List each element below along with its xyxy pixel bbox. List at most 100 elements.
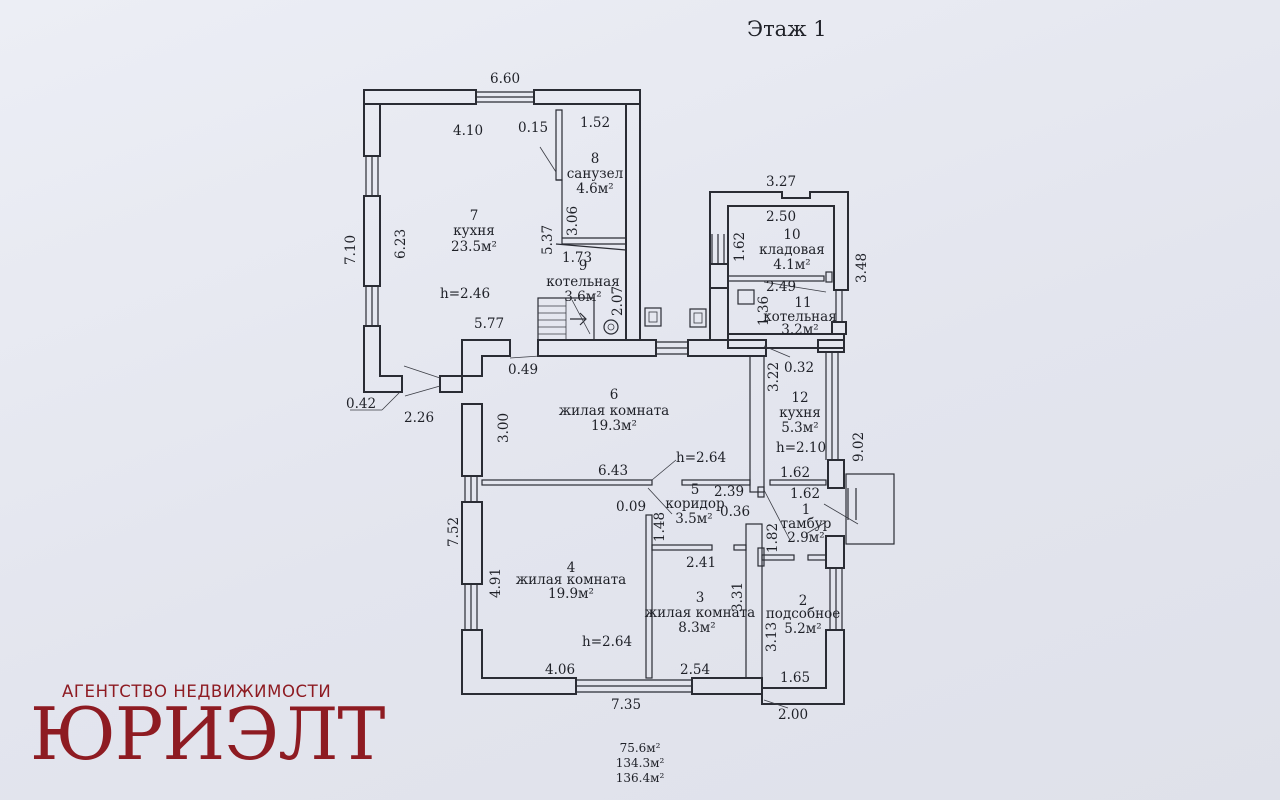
wall-segment xyxy=(827,459,845,489)
area-totals: 75.6м² 134.3м² 136.4м² xyxy=(616,741,665,785)
wall-segment xyxy=(533,89,641,105)
partition xyxy=(681,479,751,486)
room-2-name: подсобное xyxy=(766,606,840,622)
dimension: 2.07 xyxy=(610,286,626,316)
partition xyxy=(481,479,653,486)
partition xyxy=(825,271,833,283)
room-9-name: котельная xyxy=(546,274,620,290)
total-area-living: 75.6м² xyxy=(620,741,661,755)
dimension: 1.48 xyxy=(652,512,668,542)
chimney xyxy=(693,312,703,324)
walls xyxy=(363,89,895,705)
room-3-number: 3 xyxy=(696,590,705,606)
wall-segment xyxy=(817,339,845,353)
leader-line xyxy=(823,503,859,525)
dimension: 5.77 xyxy=(474,316,504,332)
wall-segment xyxy=(709,191,849,291)
dimension: 1.62 xyxy=(732,232,748,262)
dimension: 1.73 xyxy=(562,250,592,266)
partition xyxy=(745,523,763,679)
leader-line xyxy=(647,487,673,515)
room-11-name: котельная xyxy=(763,309,837,325)
wall-segment xyxy=(461,403,483,477)
dimension: 2.54 xyxy=(680,662,710,678)
partition xyxy=(555,109,563,181)
wall-segment xyxy=(537,339,657,357)
room-5-area: 3.5м² xyxy=(675,511,712,527)
wall-segment xyxy=(363,195,381,287)
partition xyxy=(727,275,825,282)
room-9-number: 9 xyxy=(579,258,588,274)
dimension: 0.36 xyxy=(720,504,750,520)
partition xyxy=(651,544,713,551)
wall-segment xyxy=(831,321,847,335)
dimension: 1.62 xyxy=(780,465,810,481)
room-1-area: 2.9м² xyxy=(787,530,824,546)
room-labels: 7 кухня 23.5м² 8 санузел 4.6м² 9 котельн… xyxy=(451,151,840,637)
room-8-name: санузел xyxy=(567,166,624,182)
height-room-6: h=2.64 xyxy=(676,450,726,466)
room-6-name: жилая комната xyxy=(559,403,669,419)
dimension: 0.42 xyxy=(346,396,376,412)
dimension: 2.41 xyxy=(686,555,716,571)
boiler-symbol xyxy=(607,323,615,331)
room-7-name: кухня xyxy=(453,223,495,239)
partition xyxy=(807,554,827,561)
room-5-name: коридор xyxy=(665,496,724,512)
dimension: 3.00 xyxy=(496,413,512,443)
stairs-arrow xyxy=(570,312,587,326)
dimension: 7.52 xyxy=(446,517,462,547)
room-11-number: 11 xyxy=(794,295,811,311)
partition xyxy=(555,243,627,251)
room-1-name: тамбур xyxy=(781,516,832,532)
wall-segment xyxy=(461,501,483,585)
dimension: 2.49 xyxy=(766,279,796,295)
room-6-area: 19.3м² xyxy=(591,418,637,434)
dimension: 4.10 xyxy=(453,123,483,139)
dimension: 9.02 xyxy=(851,432,867,462)
leader-line xyxy=(805,521,827,535)
room-8-number: 8 xyxy=(591,151,600,167)
wall-segment xyxy=(709,263,729,341)
height-room-4: h=2.64 xyxy=(582,634,632,650)
partition xyxy=(645,514,653,679)
height-room-7: h=2.46 xyxy=(440,286,490,302)
chimney xyxy=(648,311,658,323)
dimension: 4.91 xyxy=(488,568,504,598)
partition xyxy=(757,547,765,567)
chimney xyxy=(644,307,662,327)
leader-line xyxy=(539,146,557,173)
dimensions: 6.60 4.10 0.15 1.52 3.06 5.37 1.73 2.07 … xyxy=(343,71,870,723)
partition xyxy=(733,544,747,551)
leader-lines xyxy=(350,146,859,709)
total-area-full: 136.4м² xyxy=(616,771,665,785)
wall-segment xyxy=(825,535,845,569)
partition xyxy=(556,179,627,245)
wall-segment xyxy=(761,629,845,705)
room-1-number: 1 xyxy=(802,502,811,518)
room-2-number: 2 xyxy=(799,593,808,609)
dimension: 3.06 xyxy=(565,206,581,236)
dimension: 1.52 xyxy=(580,115,610,131)
wall-segment xyxy=(625,103,641,341)
wall-segment xyxy=(439,375,463,393)
wall-segment xyxy=(691,677,763,695)
partition xyxy=(749,355,765,493)
dimension: 7.10 xyxy=(343,235,359,265)
dimension: 2.00 xyxy=(778,707,808,723)
leader-line xyxy=(763,345,791,358)
leader-line xyxy=(404,385,441,397)
partition xyxy=(769,479,827,486)
dimension: 3.27 xyxy=(766,174,796,190)
room-12-name: кухня xyxy=(779,405,821,421)
floor-title: Этаж 1 xyxy=(747,17,827,41)
wall-segment xyxy=(461,339,511,377)
leader-line xyxy=(571,299,591,335)
room-10-area: 4.1м² xyxy=(773,257,810,273)
dimension: 5.37 xyxy=(540,225,556,255)
dimension: 1.82 xyxy=(765,523,781,553)
wall-segment xyxy=(363,103,381,157)
leader-line xyxy=(763,489,791,541)
wall-segment xyxy=(363,89,477,105)
